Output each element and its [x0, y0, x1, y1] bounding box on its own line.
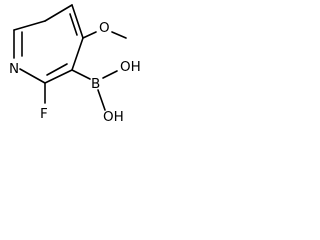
- bond-b-oh-upper: [102, 70, 118, 79]
- fluorine-label: F: [40, 106, 48, 122]
- molecule-structure-diagram: N F O B OH OH: [9, 4, 141, 125]
- bond-c6-c6b: [13, 20, 46, 31]
- hydroxyl-upper-label: OH: [120, 59, 141, 75]
- bond-c3-c2-inner: [46, 63, 68, 76]
- bond-c4-c3: [71, 37, 84, 71]
- bond-c4-o: [82, 31, 97, 39]
- bond-b-oh-lower: [97, 89, 106, 111]
- bond-c6-c5: [44, 4, 73, 22]
- boron-label: B: [91, 76, 100, 92]
- bond-c5-c4: [71, 4, 84, 39]
- hydroxyl-lower-label: OH: [103, 109, 124, 125]
- bond-c2-n1: [19, 68, 46, 84]
- bond-c3-c2: [44, 69, 73, 84]
- nitrogen-label: N: [9, 61, 19, 77]
- bond-o-ch3: [111, 31, 127, 39]
- oxygen-label: O: [99, 20, 110, 36]
- bond-c3-b: [71, 69, 91, 80]
- bond-c5-c4-inner: [69, 13, 78, 36]
